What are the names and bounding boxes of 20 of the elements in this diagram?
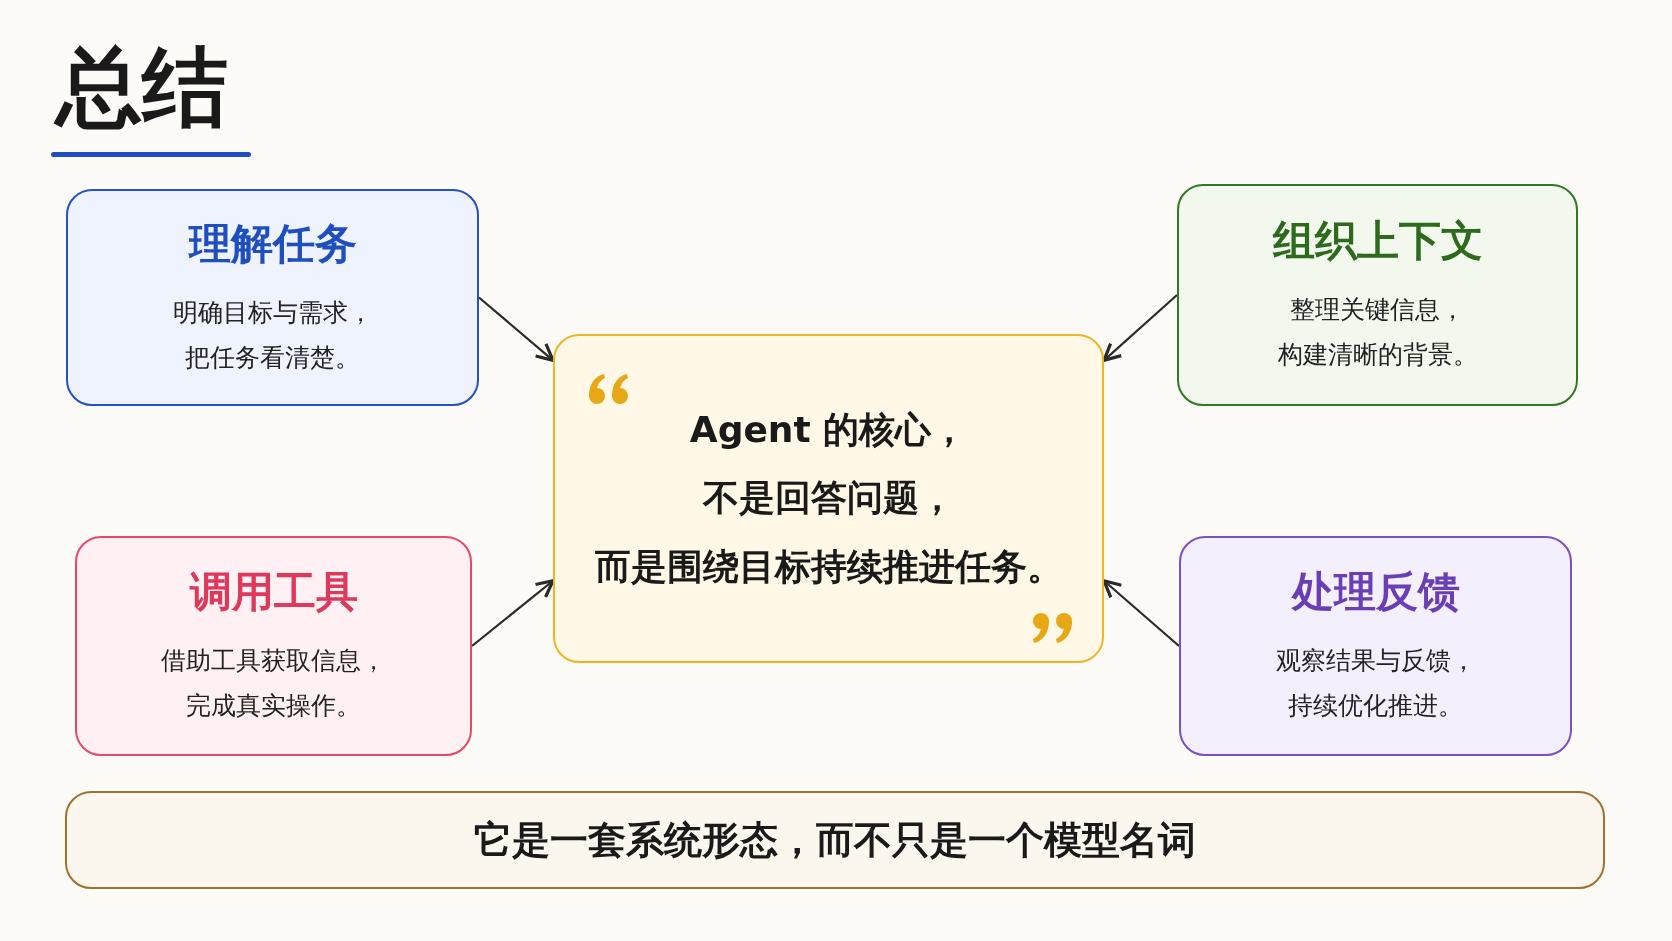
card-heading: 理解任务 — [188, 217, 357, 270]
card — [1177, 184, 1578, 406]
card — [66, 189, 479, 406]
quote-text: Agent 的核心，不是回答问题，而是围绕目标持续推进任务。 — [594, 407, 1063, 589]
card — [75, 536, 472, 756]
card-description: 借助工具获取信息，完成真实操作。 — [161, 645, 386, 722]
arrow — [478, 296, 555, 362]
arrow — [1102, 579, 1180, 647]
summary-text: 它是一套系统形态，而不只是一个模型名词 — [474, 816, 1196, 864]
arrow — [471, 579, 555, 647]
card-description: 整理关键信息，构建清晰的背景。 — [1277, 294, 1478, 371]
card-heading: 处理反馈 — [1291, 566, 1460, 618]
card-heading: 调用工具 — [189, 566, 358, 618]
summary-banner — [65, 791, 1605, 889]
arrow — [1102, 294, 1178, 362]
card-description: 观察结果与反馈，持续优化推进。 — [1275, 645, 1476, 722]
card-heading: 组织上下文 — [1272, 215, 1483, 267]
card — [1179, 536, 1572, 756]
card-description: 明确目标与需求，把任务看清楚。 — [172, 296, 373, 374]
quote-card — [553, 334, 1104, 663]
